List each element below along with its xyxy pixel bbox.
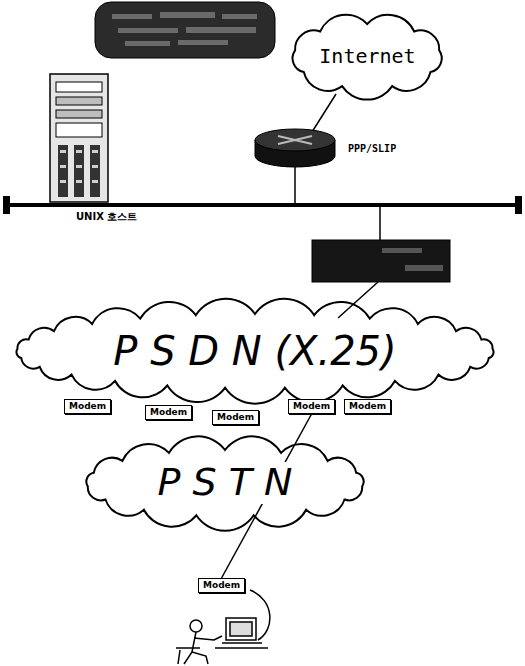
modem-label: Modem [203,580,240,591]
router-link [312,94,336,132]
cloud-path [16,299,493,404]
pad-box [312,240,450,282]
bubble-noise [112,12,257,46]
modem-box: Modem [344,399,391,414]
modem-box: Modem [212,410,259,425]
network-cloud: P S T N [75,438,375,528]
modem-label: Modem [217,412,254,423]
modem-box: Modem [64,399,111,414]
lan-bus [8,203,517,207]
modem-label: Modem [69,401,106,412]
protocol-label: PPP/SLIP [346,143,398,154]
cloud-name: P S D N (X.25) [111,329,398,373]
cloud-path [86,436,363,530]
host-label: UNIX 호스트 [74,210,139,224]
bus-terminator [3,196,10,214]
network-cloud: P S D N (X.25) [5,302,505,400]
pad-noise [382,248,443,271]
modem-label: Modem [349,401,386,412]
modem-box: Modem [198,578,245,593]
router-icon [255,129,335,167]
network-cloud: Internet [282,12,452,100]
bus-terminator [515,196,522,214]
server-icon [50,74,108,202]
cloud-path [293,15,442,100]
modem-label: Modem [150,407,187,418]
modem-box: Modem [288,399,335,414]
cloud-name: P S T N [156,462,295,504]
pad-link [338,282,378,318]
cloud-name: Internet [317,45,417,67]
user-at-terminal [176,618,268,664]
modem-label: Modem [293,401,330,412]
modem-box: Modem [145,405,192,420]
pad-drop [379,205,381,240]
dark-bubble [95,2,275,58]
